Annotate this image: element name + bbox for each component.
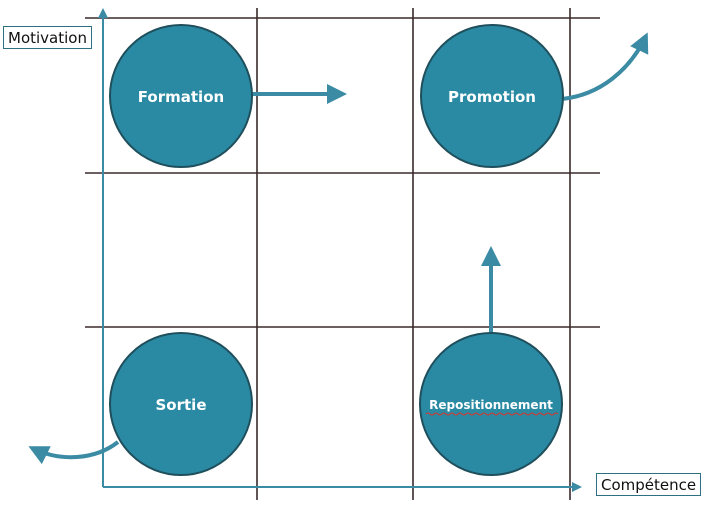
- node-promotion: Promotion: [420, 24, 564, 168]
- grid: [85, 8, 600, 500]
- node-promotion-label: Promotion: [448, 88, 536, 106]
- sortie-arrow: [28, 440, 120, 465]
- promotion-arrow: [561, 32, 649, 101]
- node-sortie: Sortie: [109, 332, 253, 476]
- y-axis-label: Motivation: [3, 26, 92, 49]
- spellcheck-underline: [425, 412, 559, 416]
- node-formation: Formation: [109, 24, 253, 168]
- node-sortie-label: Sortie: [156, 396, 207, 414]
- node-formation-label: Formation: [138, 88, 224, 106]
- x-axis-label: Compétence: [596, 473, 702, 496]
- node-repositionnement: Repositionnement: [419, 332, 563, 476]
- node-repositionnement-label: Repositionnement: [429, 398, 553, 412]
